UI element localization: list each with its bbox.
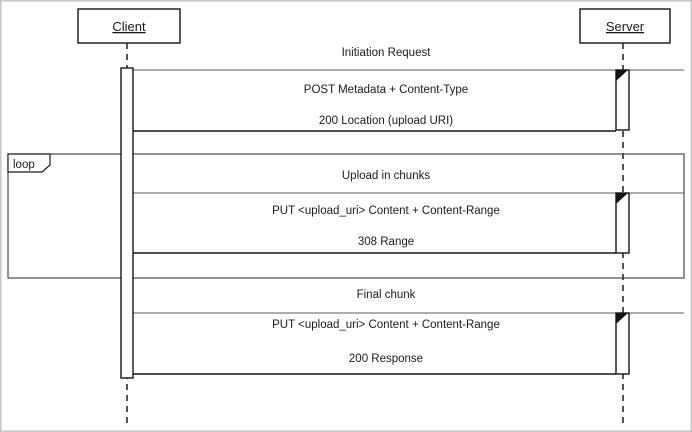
arrowhead-server-final bbox=[616, 313, 628, 324]
message-label-200-location: 200 Location (upload URI) bbox=[319, 115, 453, 127]
activation-client bbox=[120, 67, 134, 379]
section-header-upload-in-chunks: Upload in chunks bbox=[342, 170, 430, 182]
participant-server-box[interactable] bbox=[579, 8, 671, 44]
section-upload-chunks: Upload in chunks PUT <upload_uri> Conten… bbox=[124, 170, 684, 257]
message-label-200-response: 200 Response bbox=[349, 353, 423, 365]
section-final-chunk: Final chunk PUT <upload_uri> Content + C… bbox=[124, 289, 684, 378]
participant-client-label: Client bbox=[112, 19, 146, 34]
participant-server[interactable]: Server bbox=[579, 8, 671, 44]
fragment-loop-box bbox=[7, 153, 685, 279]
section-initiation: Initiation Request POST Metadata + Conte… bbox=[124, 47, 684, 135]
participant-server-label: Server bbox=[606, 19, 645, 34]
message-label-308-range: 308 Range bbox=[358, 236, 414, 248]
section-header-initiation: Initiation Request bbox=[342, 47, 432, 59]
section-header-final-chunk: Final chunk bbox=[357, 289, 416, 301]
arrowhead-server-initiation bbox=[616, 70, 628, 81]
fragment-loop-tab bbox=[7, 153, 51, 173]
participant-client-box[interactable] bbox=[77, 8, 181, 44]
message-label-put-chunk: PUT <upload_uri> Content + Content-Range bbox=[272, 205, 500, 217]
participant-client[interactable]: Client bbox=[77, 8, 181, 44]
fragment-loop: loop bbox=[7, 153, 685, 279]
arrowhead-server-chunk bbox=[616, 193, 628, 204]
message-label-put-final-chunk: PUT <upload_uri> Content + Content-Range bbox=[272, 319, 500, 331]
message-label-post-metadata: POST Metadata + Content-Type bbox=[304, 84, 468, 96]
fragment-loop-label: loop bbox=[13, 159, 35, 171]
